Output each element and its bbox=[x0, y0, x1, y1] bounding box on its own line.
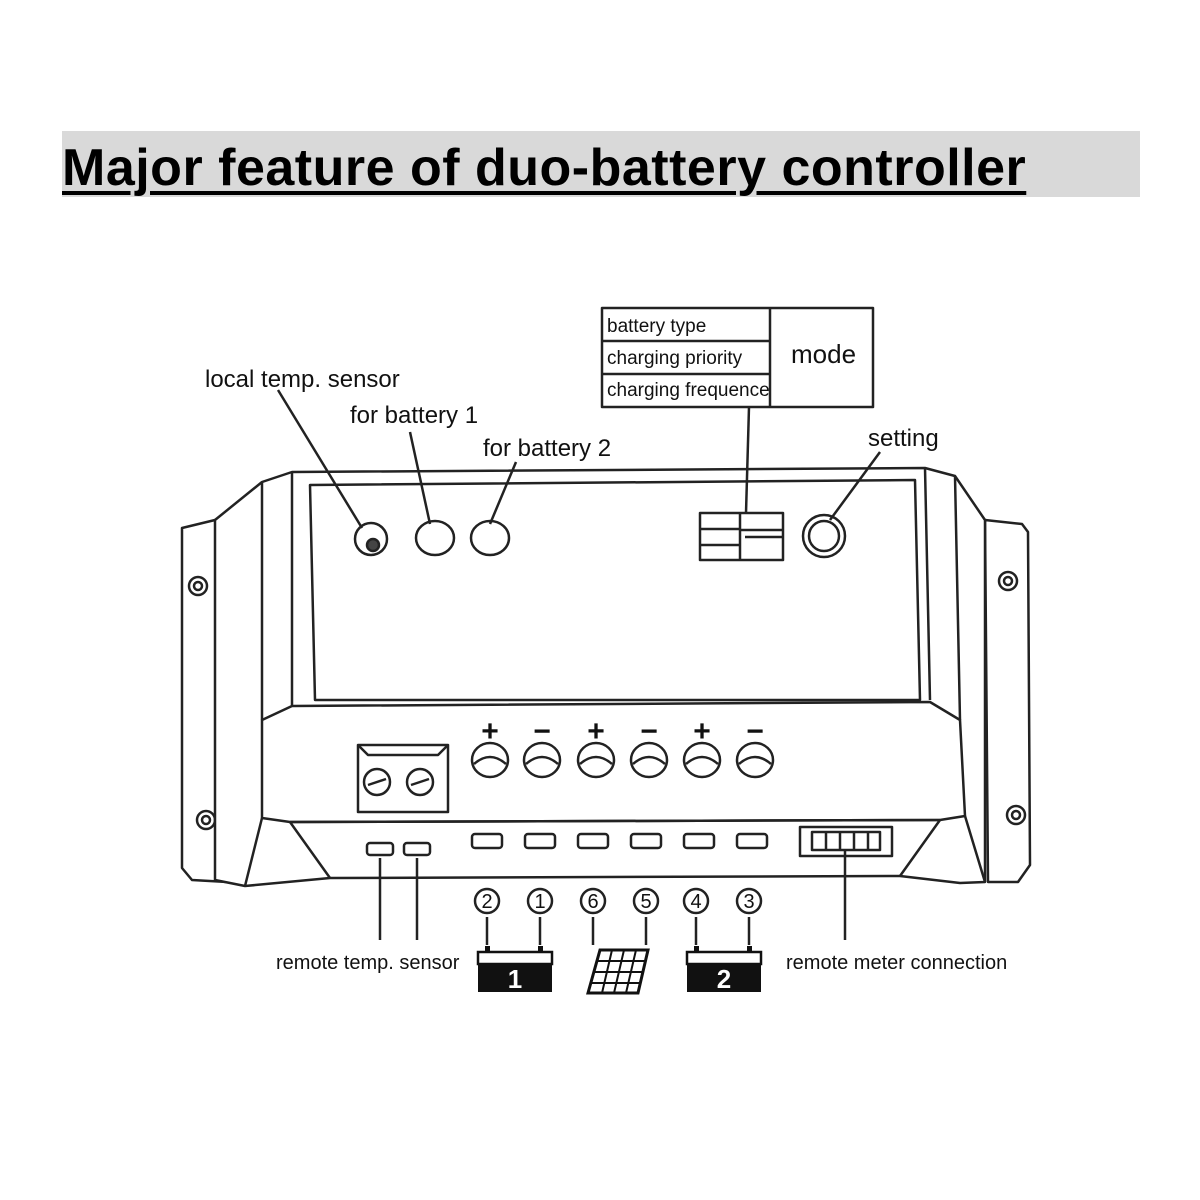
label-for-battery-2: for battery 2 bbox=[483, 435, 611, 462]
terminal-sign: − bbox=[533, 715, 551, 748]
terminal-sign: − bbox=[640, 715, 658, 748]
battery-1-label: 1 bbox=[508, 964, 522, 994]
terminal-number-circle bbox=[526, 887, 554, 915]
battery-2-label: 2 bbox=[717, 964, 731, 994]
cable-slots bbox=[365, 832, 769, 857]
terminal-number-circle bbox=[735, 887, 763, 915]
mode-table-mode-label: mode bbox=[791, 339, 856, 369]
terminal-sign: + bbox=[481, 715, 499, 748]
local-temp-sensor-icon bbox=[353, 521, 389, 557]
leader-battery-1 bbox=[408, 431, 432, 525]
leader-local-temp bbox=[276, 389, 364, 529]
led-battery-1 bbox=[414, 519, 456, 557]
mounting-hole-bottom-right bbox=[1005, 804, 1027, 826]
controller-housing bbox=[213, 466, 987, 888]
terminal-number: 6 bbox=[587, 891, 598, 913]
terminal-screws bbox=[470, 741, 775, 779]
mode-table bbox=[600, 306, 875, 409]
terminal-number-circle bbox=[682, 887, 710, 915]
label-remote-meter-connection: remote meter connection bbox=[786, 952, 1007, 974]
leader-mode bbox=[744, 406, 751, 514]
label-setting: setting bbox=[868, 425, 939, 452]
terminal-number: 2 bbox=[481, 891, 492, 913]
label-remote-temp-sensor: remote temp. sensor bbox=[276, 952, 460, 974]
terminal-number-circle bbox=[579, 887, 607, 915]
top-panel bbox=[308, 478, 922, 702]
mode-table-row-2: charging priority bbox=[607, 348, 743, 369]
terminal-number-circle bbox=[473, 887, 501, 915]
connector-screw-1 bbox=[362, 767, 392, 797]
terminal-number: 1 bbox=[534, 891, 545, 913]
terminal-number: 3 bbox=[743, 891, 754, 913]
mode-table-row-1: battery type bbox=[607, 316, 706, 337]
battery-1-icon bbox=[476, 946, 554, 992]
terminal-number-circle bbox=[632, 887, 660, 915]
terminal-sign: + bbox=[693, 715, 711, 748]
right-mounting-flange bbox=[983, 518, 1032, 884]
label-local-temp-sensor: local temp. sensor bbox=[205, 366, 400, 393]
connector-screw-2 bbox=[405, 767, 435, 797]
terminal-sign: + bbox=[587, 715, 605, 748]
leader-remote-temp bbox=[378, 858, 419, 940]
battery-2-icon bbox=[685, 946, 763, 992]
leader-setting bbox=[828, 451, 882, 521]
mode-table-row-3: charging frequence bbox=[607, 380, 770, 401]
label-for-battery-1: for battery 1 bbox=[350, 402, 478, 429]
leader-battery-2 bbox=[488, 461, 518, 525]
terminal-number: 4 bbox=[690, 891, 701, 913]
solar-panel-icon bbox=[586, 948, 650, 995]
terminal-number: 5 bbox=[640, 891, 651, 913]
leader-solar bbox=[591, 917, 648, 945]
mounting-hole-top-right bbox=[997, 570, 1019, 592]
page-title: Major feature of duo-battery controller bbox=[62, 139, 1027, 197]
mounting-hole-top-left bbox=[187, 575, 209, 597]
setting-button bbox=[801, 513, 847, 559]
title-band bbox=[62, 131, 1140, 197]
terminal-sign: − bbox=[746, 715, 764, 748]
